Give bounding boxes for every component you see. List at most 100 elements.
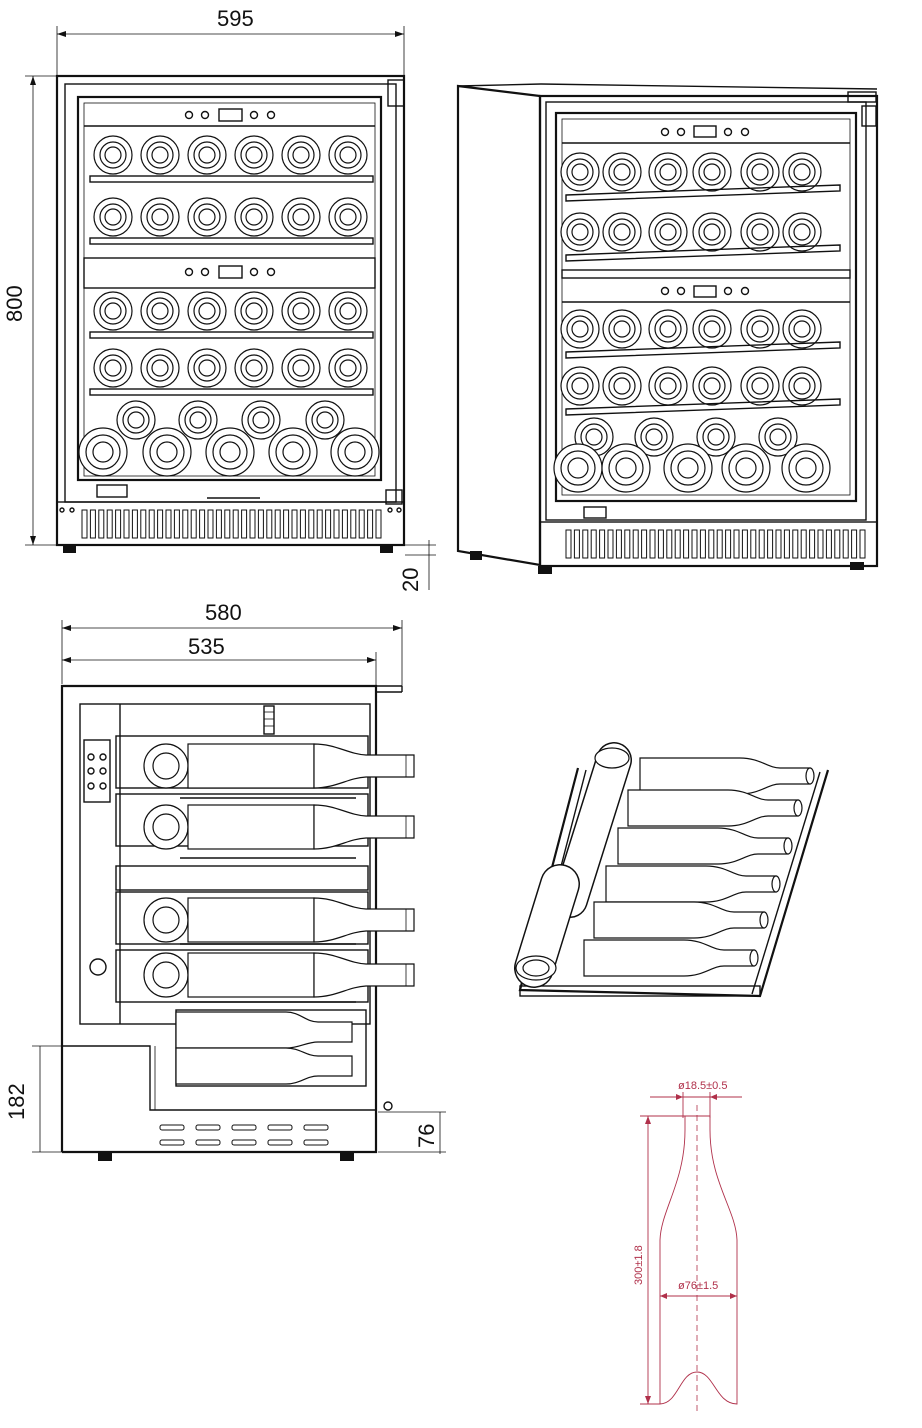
persp-row-2 [560,212,841,262]
height-label: 800 [2,285,27,322]
grille-slot [148,509,155,539]
grille-slot [299,509,306,539]
grille-slot [123,509,130,539]
grille-slot [716,529,723,559]
grille-slot [367,509,374,539]
vent-slot [267,1139,293,1146]
perspective-view [456,83,879,574]
detail-lying-bottle-2 [514,864,580,988]
grille-slot [582,529,589,559]
grille-slot [708,529,715,559]
grille-slot [641,529,648,559]
vent-slot [231,1139,257,1146]
grille-slot [157,509,164,539]
grille-slot [599,529,606,559]
grille-slot [190,509,197,539]
plinth-height-label: 182 [4,1083,29,1120]
grille-slot [350,509,357,539]
grille-slot [131,509,138,539]
grille-slot [241,509,248,539]
grille-slot [590,529,597,559]
grille-slot [683,529,690,559]
grille-slot [809,529,816,559]
front-bottom-stack [78,400,380,477]
bottle-spec: ø18.5±0.5 ø76±1.5 300±1.8 [633,1080,742,1412]
grille-slot [325,509,332,539]
grille-slot [98,509,105,539]
vent-slot [303,1124,329,1131]
side-shelf-3 [115,891,415,945]
grille-slot [215,509,222,539]
vent-slot [159,1124,185,1131]
grille-slot [341,509,348,539]
grille-slot [691,529,698,559]
grille-slot [674,529,681,559]
grille-slot [733,529,740,559]
front-shelf-row-3 [89,291,374,339]
side-shelf-2 [115,793,415,859]
detail-bottle-cap [805,767,815,785]
grille-slot [792,529,799,559]
vent-slot [195,1124,221,1131]
grille-slot [106,509,113,539]
grille-slot [666,529,673,559]
grille-slot [624,529,631,559]
width-label: 595 [217,6,254,31]
grille-slot [115,509,122,539]
detail-bottle-cap [793,799,803,817]
body-diameter-label: ø76±1.5 [678,1280,718,1292]
grille-slot [140,509,147,539]
detail-bottle [605,865,777,903]
grille-slot [607,529,614,559]
feet-label: 20 [398,568,423,592]
detail-bottle-cap [749,949,759,967]
front-grille [81,509,382,539]
bottle-outline [659,1115,738,1405]
side-shelf-4 [115,949,415,1003]
grille-slot [224,509,231,539]
grille-slot [800,529,807,559]
grille-slot [632,529,639,559]
grille-slot [173,509,180,539]
grille-slot [859,529,866,559]
grille-slot [207,509,214,539]
detail-bottle-cap [771,875,781,893]
bottle-height-label: 300±1.8 [633,1245,645,1285]
grille-slot [657,529,664,559]
detail-bottle [639,757,811,795]
grille-slot [316,509,323,539]
persp-row-3 [560,309,841,359]
grille-slot [741,529,748,559]
detail-bottles [583,757,815,977]
grille-slot [333,509,340,539]
grille-slot [834,529,841,559]
front-shelf-row-2 [89,197,374,245]
grille-slot [358,509,365,539]
grille-slot [81,509,88,539]
detail-bottle [617,827,789,865]
vent-slot [231,1124,257,1131]
neck-diameter-label: ø18.5±0.5 [678,1080,727,1092]
vent-slot [159,1139,185,1146]
grille-slot [257,509,264,539]
grille-slot [775,529,782,559]
detail-bottle-cap [759,911,769,929]
vent-slot [303,1139,329,1146]
front-shelf-row-1 [89,135,374,183]
grille-slot [283,509,290,539]
grille-slot [266,509,273,539]
persp-bottom-stack [553,417,831,493]
grille-slot [725,529,732,559]
vent-slot [195,1139,221,1146]
grille-slot [825,529,832,559]
grille-slot [308,509,315,539]
grille-slot [767,529,774,559]
grille-slot [565,529,572,559]
grille-slot [182,509,189,539]
side-shelf-1 [115,735,415,799]
grille-slot [817,529,824,559]
depth-total-label: 580 [205,600,242,625]
grille-slot [232,509,239,539]
detail-bottle-cap [783,837,793,855]
